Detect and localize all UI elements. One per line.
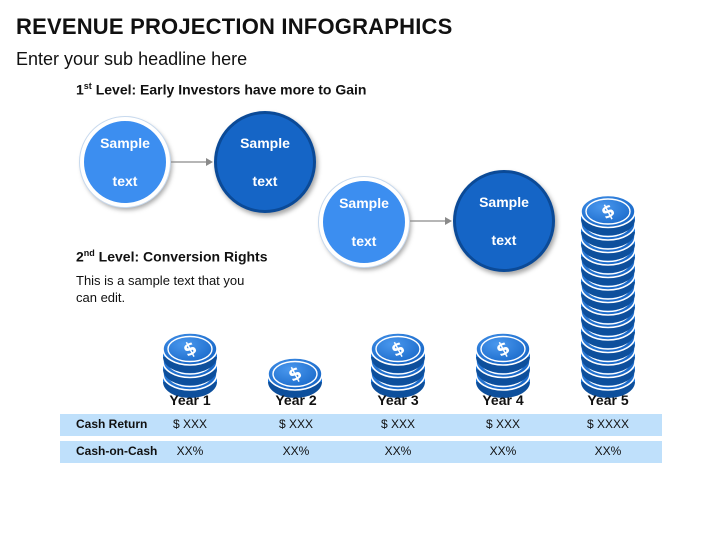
year-label: Year 5 [587,392,629,408]
circle-1-line2: text [112,172,138,189]
year-label: Year 2 [275,392,317,408]
level1-suffix: st [83,81,92,91]
level1-ordinal: 1 [76,81,84,98]
coin-stack: $$$ [162,332,218,398]
level2-heading: 2nd Level: Conversion Rights [76,248,268,265]
table-cell: $ XXX [380,417,416,431]
table-cell: $ XXXX [586,417,630,431]
year-label: Year 4 [482,392,524,408]
sample-circle-1: Sample text [80,117,170,207]
arrow-right-icon [410,217,452,225]
table-cell: XX% [384,444,412,458]
table-row-cash-return: Cash Return $ XXX $ XXX $ XXX $ XXX $ XX… [60,414,662,436]
coin-stack: $$$ [475,332,531,398]
circle-4-line1: Sample [479,193,529,210]
dollar-coin-icon: $ [370,332,426,373]
coin-stack: $$$$$$$$$$$$$$ [580,194,636,398]
table-cell: XX% [176,444,204,458]
circle-4-line2: text [491,231,517,248]
dollar-coin-icon: $ [267,357,323,398]
sample-circle-4: Sample text [453,170,555,272]
table-cell: XX% [489,444,517,458]
level2-text: Level: Conversion Rights [94,248,268,265]
dollar-coin-icon: $ [580,194,636,236]
table-cell: $ XXX [172,417,208,431]
year-label: Year 3 [377,392,419,408]
circle-2-line1: Sample [240,134,290,151]
level2-ordinal: 2 [76,248,84,265]
circle-3-line1: Sample [339,194,389,211]
year-label: Year 1 [169,392,211,408]
row-label: Cash-on-Cash [76,444,158,458]
circle-3-line2: text [351,232,377,249]
table-cell: XX% [594,444,622,458]
arrow-right-icon [171,158,213,166]
level2-suffix: nd [83,248,95,258]
dollar-coin-icon: $ [475,332,531,373]
table-cell: $ XXX [485,417,521,431]
sample-circle-2: Sample text [214,111,316,213]
circle-2-line2: text [252,172,278,189]
table-row-cash-on-cash: Cash-on-Cash XX% XX% XX% XX% XX% [60,441,662,463]
table-cell: $ XXX [278,417,314,431]
body-text: This is a sample text that you can edit. [76,273,245,305]
coin-stack: $$$ [370,332,426,398]
page-title: REVENUE PROJECTION INFOGRAPHICS [16,14,453,39]
level1-text: Level: Early Investors have more to Gain [91,81,367,98]
sample-circle-3: Sample text [319,177,409,267]
level1-heading: 1st Level: Early Investors have more to … [76,81,366,98]
dollar-coin-icon: $ [162,332,218,373]
coin-stack: $ [267,357,323,398]
row-label: Cash Return [76,417,148,431]
table-cell: XX% [282,444,310,458]
page-subtitle: Enter your sub headline here [16,49,248,69]
circle-1-line1: Sample [100,134,150,151]
